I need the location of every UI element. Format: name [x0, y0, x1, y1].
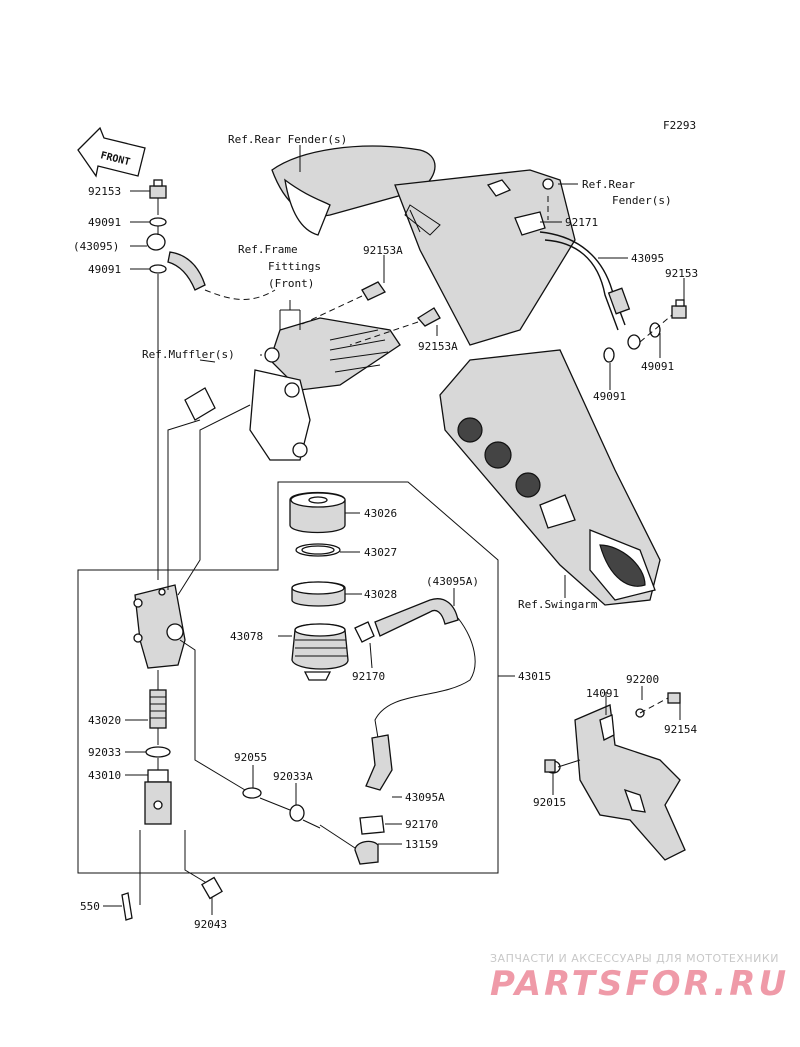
ref-frame-fittings-line1: Ref.Frame: [238, 243, 298, 256]
part-43020: 43020: [88, 714, 121, 727]
heel-guard-drawing: [544, 692, 686, 861]
orings-drawing: [179, 639, 321, 829]
part-92153A-top: 92153A: [363, 244, 403, 257]
part-43028: 43028: [364, 588, 397, 601]
part-92055: 92055: [234, 751, 267, 764]
part-43027: 43027: [364, 546, 397, 559]
part-92043: 92043: [194, 918, 227, 931]
part-92171: 92171: [565, 216, 598, 229]
part-92033A: 92033A: [273, 770, 313, 783]
reservoir-hose-drawing: [319, 598, 476, 865]
master-cylinder-drawing: [121, 404, 251, 921]
part-550: 550: [80, 900, 100, 913]
part-43026: 43026: [364, 507, 397, 520]
ref-muffler: Ref.Muffler(s): [142, 348, 235, 361]
part-92153-right: 92153: [665, 267, 698, 280]
assembly-outline: [77, 481, 499, 874]
ref-rear-fender-top: Ref.Rear Fender(s): [228, 133, 347, 146]
part-92015: 92015: [533, 796, 566, 809]
part-92153A-mid: 92153A: [418, 340, 458, 353]
left-hose-assembly: [146, 179, 276, 580]
part-43095-right: 43095: [631, 252, 664, 265]
watermark-subtitle: ЗАПЧАСТИ И АКСЕССУАРЫ ДЛЯ МОТОТЕХНИКИ: [490, 952, 779, 965]
part-49091-left-top: 49091: [88, 216, 121, 229]
part-49091-left-bottom: 49091: [88, 263, 121, 276]
part-43015: 43015: [518, 670, 551, 683]
ref-frame-fittings-line2: Fittings: [268, 260, 321, 273]
bracket-drawing: [184, 281, 441, 461]
swingarm-drawing: [439, 349, 661, 606]
watermark: ЗАПЧАСТИ И АКСЕССУАРЫ ДЛЯ МОТОТЕХНИКИ PA…: [490, 952, 789, 1004]
right-hose-assembly: [486, 178, 687, 363]
diagram-code: F2293: [663, 119, 696, 132]
part-43078: 43078: [230, 630, 263, 643]
labels: F2293 Ref.Rear Fender(s) Ref.Rear Fender…: [73, 119, 698, 931]
part-92170-top: 92170: [352, 670, 385, 683]
part-92033: 92033: [88, 746, 121, 759]
part-13159: 13159: [405, 838, 438, 851]
reservoir-drawing: [289, 491, 349, 681]
part-92153-left: 92153: [88, 185, 121, 198]
part-43010: 43010: [88, 769, 121, 782]
ref-rear-fender-right-line2: Fender(s): [612, 194, 672, 207]
part-43095A-paren: (43095A): [426, 575, 479, 588]
part-14091: 14091: [586, 687, 619, 700]
part-92154: 92154: [664, 723, 697, 736]
leader-lines: [103, 145, 685, 915]
part-43095A: 43095A: [405, 791, 445, 804]
ref-rear-fender-right-line1: Ref.Rear: [582, 178, 635, 191]
ref-swingarm: Ref.Swingarm: [518, 598, 598, 611]
watermark-brand: PARTSFOR.RU: [490, 964, 789, 1004]
ref-frame-fittings-line3: (Front): [268, 277, 314, 290]
part-49091-right-b: 49091: [593, 390, 626, 403]
part-43095-paren-left: (43095): [73, 240, 119, 253]
part-49091-right-a: 49091: [641, 360, 674, 373]
front-direction-arrow: FRONT: [77, 126, 146, 178]
part-92170-bottom: 92170: [405, 818, 438, 831]
part-92200: 92200: [626, 673, 659, 686]
